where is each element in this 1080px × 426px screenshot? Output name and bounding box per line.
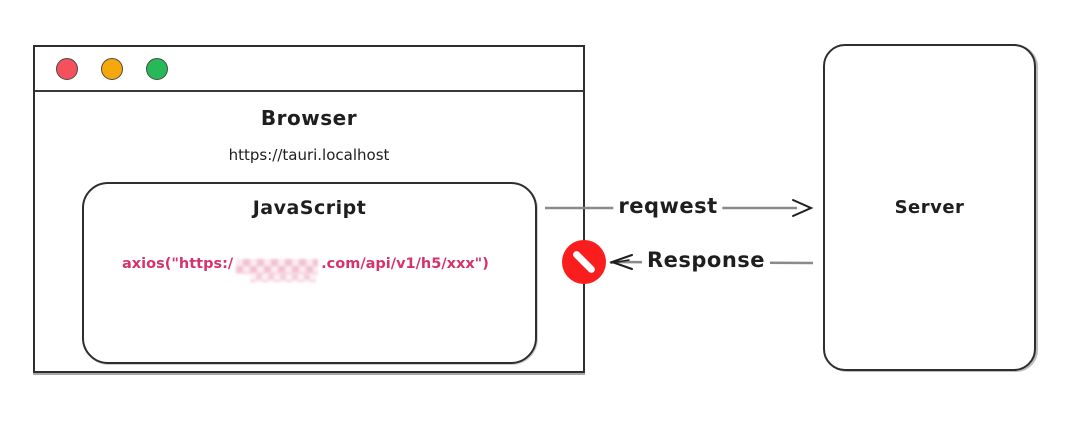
blocked-icon-slash (571, 249, 597, 275)
response-arrow-label: Response (641, 248, 771, 272)
response-arrowhead-sketch-stroke (610, 259, 630, 264)
axios-code-line: axios("https:/ .com/api/v1/h5/xxx") (122, 252, 489, 282)
browser-titlebar (35, 47, 583, 92)
response-arrowhead-icon (608, 254, 633, 270)
traffic-light-close-icon (56, 57, 78, 80)
server-box: Server (823, 44, 1036, 371)
blocked-icon (562, 240, 606, 284)
redacted-domain-blur (236, 258, 319, 282)
request-arrowhead-icon (792, 199, 814, 217)
request-arrow-label: reqwest (613, 194, 723, 218)
code-prefix: axios("https:/ (122, 256, 234, 272)
browser-title: Browser (260, 106, 358, 130)
javascript-panel-title: JavaScript (252, 197, 367, 219)
server-label: Server (894, 197, 965, 218)
browser-url: https://tauri.localhost (228, 146, 390, 164)
code-suffix: .com/api/v1/h5/xxx") (321, 256, 489, 272)
traffic-light-zoom-icon (146, 57, 168, 80)
javascript-panel: JavaScript axios("https:/ .com/api/v1/h5… (82, 182, 537, 364)
traffic-light-minimize-icon (101, 57, 123, 80)
browser-window: Browser https://tauri.localhost JavaScri… (33, 45, 585, 373)
